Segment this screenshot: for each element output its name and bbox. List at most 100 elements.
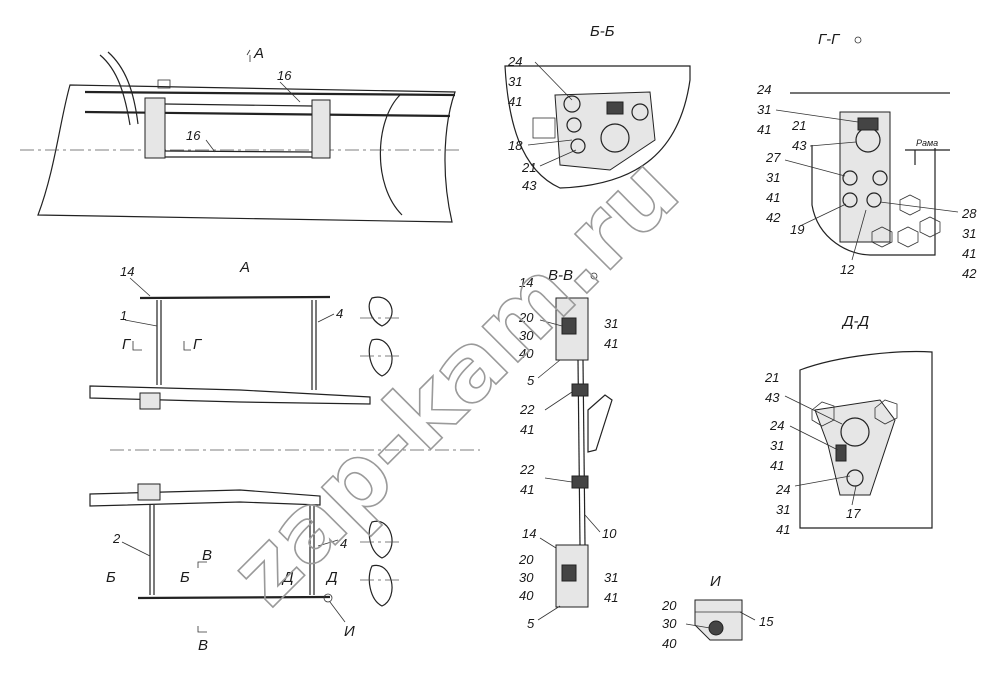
leader-2 <box>121 541 151 557</box>
bb-leader-18 <box>527 139 573 146</box>
view-a-title: А <box>239 259 250 276</box>
gg-frame-label: Рама <box>916 138 938 148</box>
bb-bracket-plate <box>554 91 656 171</box>
view-arrow-a-label: А <box>253 45 264 62</box>
vv-lower-clamp <box>561 564 577 582</box>
profile-shape-2 <box>368 338 393 377</box>
bb-clamp-nut <box>606 101 624 115</box>
callout-1: 1 <box>120 308 127 323</box>
vv-callout-10: 10 <box>602 526 617 541</box>
dd-callout-17: 17 <box>846 506 861 521</box>
leader-4a <box>317 313 335 323</box>
bb-clamp <box>600 123 630 153</box>
vv-callout-40b: 40 <box>519 588 534 603</box>
bracket-left <box>144 97 166 159</box>
leader-1 <box>124 319 158 327</box>
gg-callout-31a: 31 <box>757 102 771 117</box>
bb-side-block <box>532 117 556 139</box>
gg-frame-outline <box>811 145 936 256</box>
vv-side-bracket <box>587 394 613 453</box>
vv-lower-block <box>555 544 589 608</box>
gg-callout-41c: 41 <box>962 246 976 261</box>
leader-16b <box>205 139 216 153</box>
section-vv: В-В 14 20 30 40 31 41 5 22 41 22 41 10 1… <box>518 267 618 631</box>
gg-callout-43: 43 <box>792 138 807 153</box>
gg-bracket <box>839 111 891 243</box>
i-callout-40: 40 <box>662 636 677 651</box>
gg-rotation-mark <box>854 36 862 44</box>
section-bb-title: Б-Б <box>590 23 615 40</box>
dd-bracket-plate <box>814 399 896 496</box>
section-gg: Г-Г Рама 24 31 41 21 43 27 31 41 42 19 1… <box>756 31 977 281</box>
bar-upper <box>164 103 313 107</box>
vv-callout-41a: 41 <box>604 336 618 351</box>
section-mark-v-bottom-bracket <box>197 626 207 633</box>
bb-leader-24 <box>534 61 573 101</box>
vv-callout-22b: 22 <box>519 462 535 477</box>
gg-hole-28 <box>866 192 882 208</box>
vv-callout-20a: 20 <box>518 310 534 325</box>
gg-leader-28 <box>879 201 959 213</box>
section-mark-g-left: Г <box>122 336 132 353</box>
gg-hole-27 <box>842 170 858 186</box>
callout-4-lower: 4 <box>340 536 347 551</box>
gg-callout-41a: 41 <box>757 122 771 137</box>
dd-callout-24a: 24 <box>769 418 784 433</box>
wheel-arch-line <box>99 54 131 126</box>
vv-bolt-22a <box>571 383 589 397</box>
bb-hole-4 <box>631 103 649 121</box>
gg-leader-19 <box>799 203 847 227</box>
vv-callout-31a: 31 <box>604 316 618 331</box>
vv-leader-10 <box>584 514 601 533</box>
vv-callout-5b: 5 <box>527 616 535 631</box>
dd-leader-24b <box>794 475 851 487</box>
section-mark-g-left-bracket <box>132 341 142 351</box>
section-mark-v-top: В <box>202 547 212 564</box>
vv-callout-14b: 14 <box>522 526 536 541</box>
dd-hole-17 <box>846 469 864 487</box>
gg-callout-31c: 31 <box>962 226 976 241</box>
i-callout-15: 15 <box>759 614 774 629</box>
frame-section-upper <box>89 385 371 405</box>
dd-callout-24b: 24 <box>775 482 790 497</box>
section-mark-g-right-bracket <box>183 341 191 351</box>
dd-leader-17 <box>851 485 857 506</box>
bb-hole-1 <box>563 95 581 113</box>
callout-4-upper: 4 <box>336 306 343 321</box>
vv-leader-14b <box>539 537 557 549</box>
vv-callout-14a: 14 <box>519 275 533 290</box>
section-mark-d-left: Д <box>281 569 294 586</box>
vv-callout-40a: 40 <box>519 346 534 361</box>
gg-hole-right <box>872 170 888 186</box>
profile-shape-4 <box>368 564 393 607</box>
vv-rotation-mark <box>590 272 598 280</box>
profile-shape-3 <box>368 520 393 559</box>
gg-callout-28: 28 <box>961 206 977 221</box>
gg-leader-43 <box>809 141 857 147</box>
watermark-text: zap-kam.ru <box>210 137 699 626</box>
bracket-block-upper <box>139 392 161 410</box>
wheel-arch-line-2 <box>107 51 139 125</box>
leader-16a <box>279 81 301 103</box>
i-callout-20: 20 <box>661 598 677 613</box>
callout-16-upper: 16 <box>277 68 292 83</box>
section-mark-g-right: Г <box>193 336 203 353</box>
i-leader-15 <box>739 611 756 621</box>
rear-wheel-outline <box>379 94 403 216</box>
section-vv-title: В-В <box>548 267 573 284</box>
section-dd-title: Д-Д <box>841 313 870 330</box>
frame-rail-top <box>84 90 456 97</box>
dd-callout-43: 43 <box>765 390 780 405</box>
bb-callout-24: 24 <box>507 54 522 69</box>
gg-leader-27 <box>784 159 846 177</box>
section-dd: Д-Д 21 43 24 31 41 24 31 41 17 <box>764 313 933 537</box>
vv-callout-30a: 30 <box>519 328 534 343</box>
callout-2: 2 <box>112 531 121 546</box>
section-gg-title: Г-Г <box>818 31 841 48</box>
small-part <box>157 79 171 89</box>
section-mark-b-left: Б <box>106 569 116 586</box>
bb-hole-2 <box>566 117 582 133</box>
dd-callout-31b: 31 <box>776 502 790 517</box>
dd-frame-outline <box>799 350 933 529</box>
